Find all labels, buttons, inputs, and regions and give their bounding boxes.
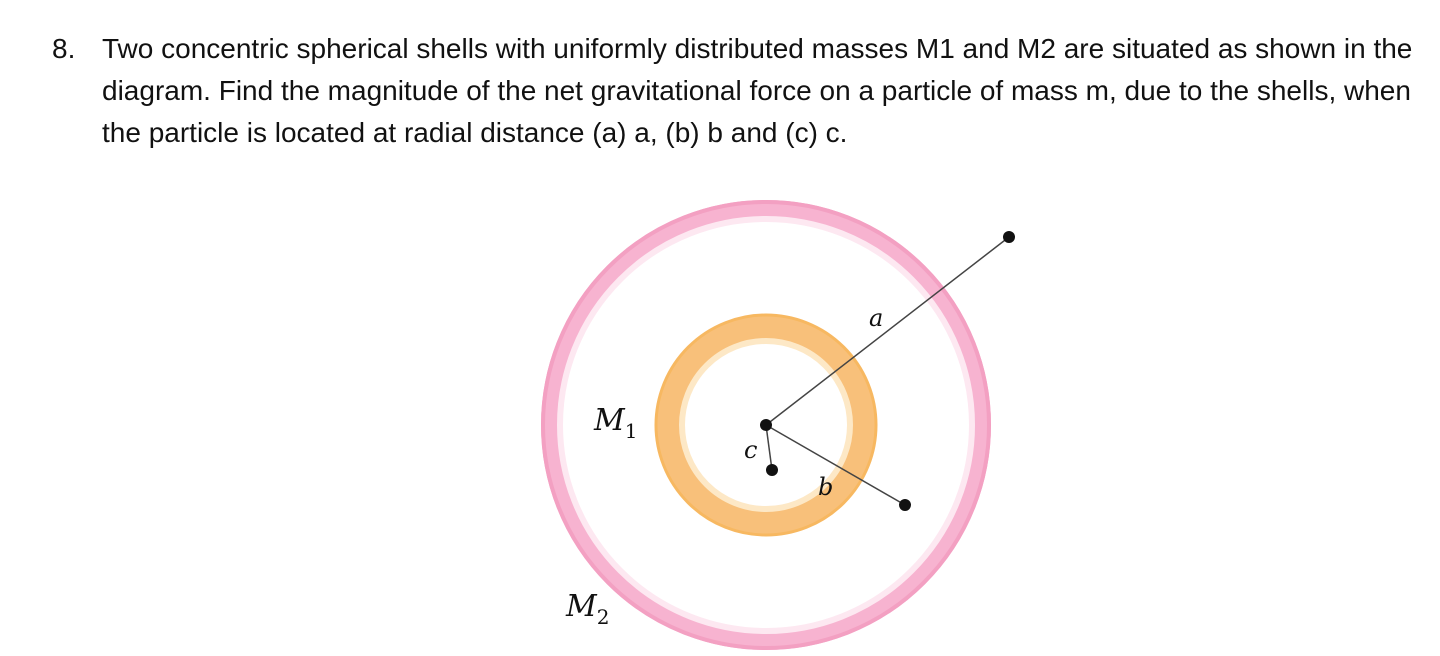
problem-statement: 8. Two concentric spherical shells with … [52, 28, 1422, 154]
inner-shell-inner-glow [679, 338, 853, 512]
particle-point-b [899, 499, 911, 511]
particle-point-a [1003, 231, 1015, 243]
inner-shell-edge [654, 313, 878, 537]
outer-shell [541, 200, 991, 650]
label-b: b [818, 473, 833, 501]
inner-shell [655, 314, 877, 536]
label-m1-main: M [593, 403, 626, 438]
label-m2-sub: 2 [597, 605, 610, 629]
problem-row: 8. Two concentric spherical shells with … [52, 28, 1422, 154]
problem-text: Two concentric spherical shells with uni… [102, 33, 1413, 148]
label-a: a [869, 304, 883, 332]
outer-shell-inner-glow [557, 216, 975, 634]
radius-b-line [765, 424, 906, 506]
problem-number: 8. [52, 33, 76, 64]
label-m2: M2 [565, 589, 609, 629]
outer-shell-edge [541, 200, 991, 650]
radius-c-line [765, 424, 773, 471]
label-m2-main: M [565, 589, 598, 624]
label-c: c [744, 436, 757, 464]
particle-point-c [766, 464, 778, 476]
radius-a-line [765, 236, 1010, 426]
label-m1: M1 [593, 403, 637, 443]
label-m1-sub: 1 [625, 419, 638, 443]
center-point [760, 419, 772, 431]
